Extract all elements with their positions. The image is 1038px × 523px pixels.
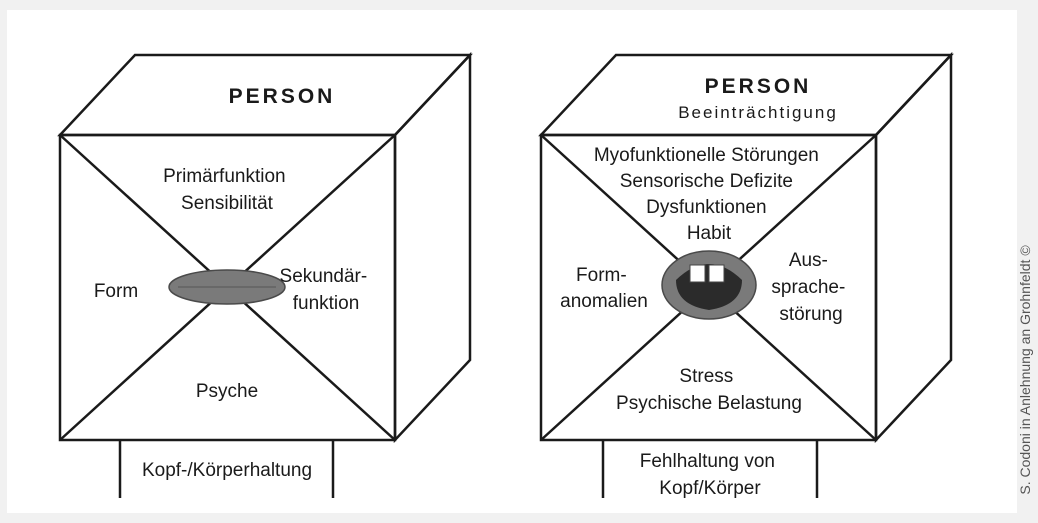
right-cube-subtitle: Beeinträchtigung xyxy=(678,103,838,122)
right-stand-line-1: Fehlhaltung von xyxy=(640,451,775,472)
svg-text:Primärfunktion Sensibilitä: Primärfunktion Sensibilität xyxy=(163,166,291,214)
right-cube-front-face xyxy=(539,133,878,442)
right-top-line-1: Myofunktionelle Störungen xyxy=(594,145,819,166)
left-right-line-2: funktion xyxy=(293,293,360,314)
left-top-line-2: Sensibilität xyxy=(181,193,274,214)
left-stand-label: Kopf-/Körperhaltung xyxy=(142,460,312,481)
right-top-line-4: Habit xyxy=(687,223,732,244)
left-right-line-1: Sekundär- xyxy=(280,266,368,287)
right-stand-line-2: Kopf/Körper xyxy=(659,478,761,499)
open-mouth-teeth-icon xyxy=(661,250,757,320)
svg-text:Myofunktionelle Störungen: Myofunktionelle Störungen Sensorische De… xyxy=(594,145,824,244)
right-left-line-2: anomalien xyxy=(560,291,648,312)
right-cube-title: PERSON xyxy=(705,75,812,98)
right-bottom-line-1: Stress xyxy=(679,366,733,387)
left-top-line-1: Primärfunktion xyxy=(163,166,286,187)
diagram-panel xyxy=(7,10,1017,513)
right-left-line-1: Form- xyxy=(576,265,627,286)
right-top-line-2: Sensorische Defizite xyxy=(620,171,793,192)
left-cube-title: PERSON xyxy=(229,85,336,108)
left-left-label: Form xyxy=(94,281,138,302)
svg-text:Aus- sprache- störung: Aus- sprache- störung xyxy=(771,250,850,325)
right-top-line-3: Dysfunktionen xyxy=(646,197,766,218)
svg-text:Form- anomalien: Form- anomalien xyxy=(560,265,648,312)
right-bottom-line-2: Psychische Belastung xyxy=(616,393,802,414)
credit-text: S. Codoni in Anlehnung an Grohnfeldt © xyxy=(1017,245,1033,495)
right-right-line-1: Aus- xyxy=(789,250,828,271)
right-right-line-2: sprache- xyxy=(771,277,845,298)
left-cube-front-face xyxy=(58,133,397,442)
svg-text:Stress Psychische Belastun: Stress Psychische Belastung xyxy=(616,366,802,414)
svg-text:Fehlhaltung von Kopf/Körpe: Fehlhaltung von Kopf/Körper xyxy=(640,451,781,499)
right-right-line-3: störung xyxy=(779,304,842,325)
closed-mouth-icon xyxy=(168,269,286,305)
svg-text:Sekundär- funktion: Sekundär- funktion xyxy=(280,266,373,314)
left-bottom-label: Psyche xyxy=(196,381,258,402)
